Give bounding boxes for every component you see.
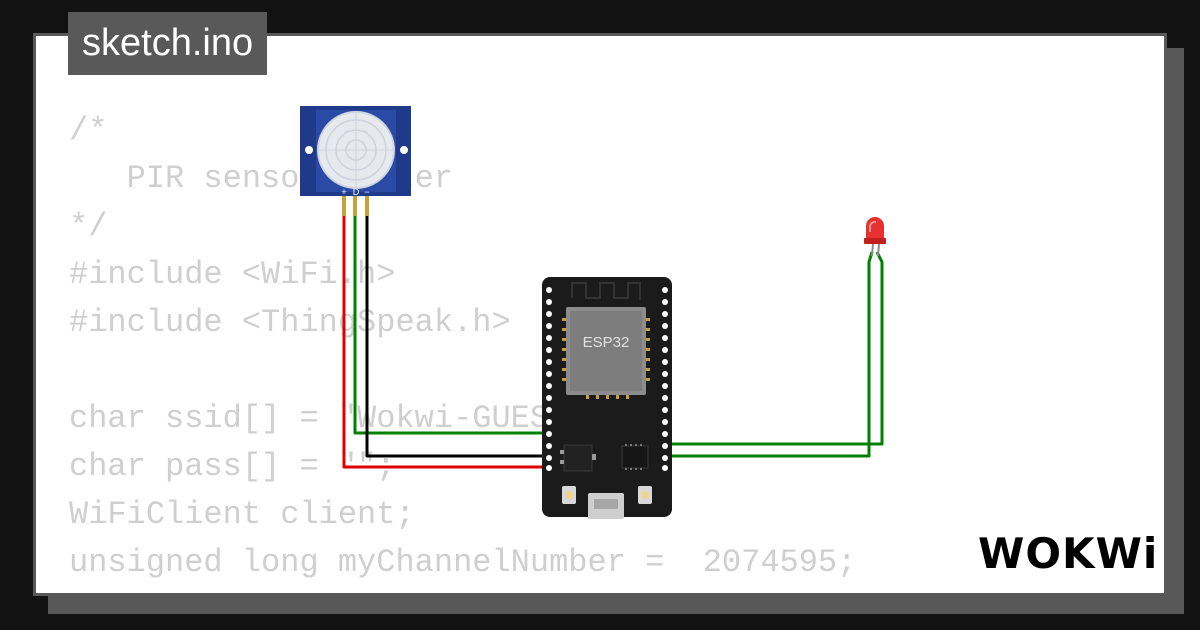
code-line: #include <ThingSpeak.h> [69,304,511,341]
pir-pin-label-gnd: − [364,187,369,197]
wire-red[interactable] [342,214,548,469]
file-tab[interactable]: sketch.ino [68,12,268,75]
code-line: /* [69,112,108,149]
code-line: const char * myWriteAPIKey = "WRCDTECGTJ… [69,587,991,593]
wire-black[interactable] [365,214,548,458]
wire-green-pir[interactable] [353,214,548,435]
wire-green-led-1[interactable] [664,251,884,446]
code-line: #include <WiFi.h> [69,256,396,293]
code-line: */ [69,208,108,245]
pir-sensor-icon[interactable]: + D − [300,106,411,216]
pir-pin-label-data: D [353,187,360,197]
code-line: WiFiClient client; [69,496,415,533]
led-icon[interactable] [864,217,886,257]
wires [342,214,884,469]
esp32-board-icon[interactable]: ESP32 [542,277,672,519]
wokwi-logo: WOKWi [978,529,1158,578]
esp32-chip-label: ESP32 [583,334,630,351]
pir-pin-label-vcc: + [341,187,346,197]
wire-green-led-2[interactable] [664,251,874,458]
code-line: char pass[] = ""; [69,448,396,485]
code-line: unsigned long myChannelNumber = 2074595; [69,544,857,581]
